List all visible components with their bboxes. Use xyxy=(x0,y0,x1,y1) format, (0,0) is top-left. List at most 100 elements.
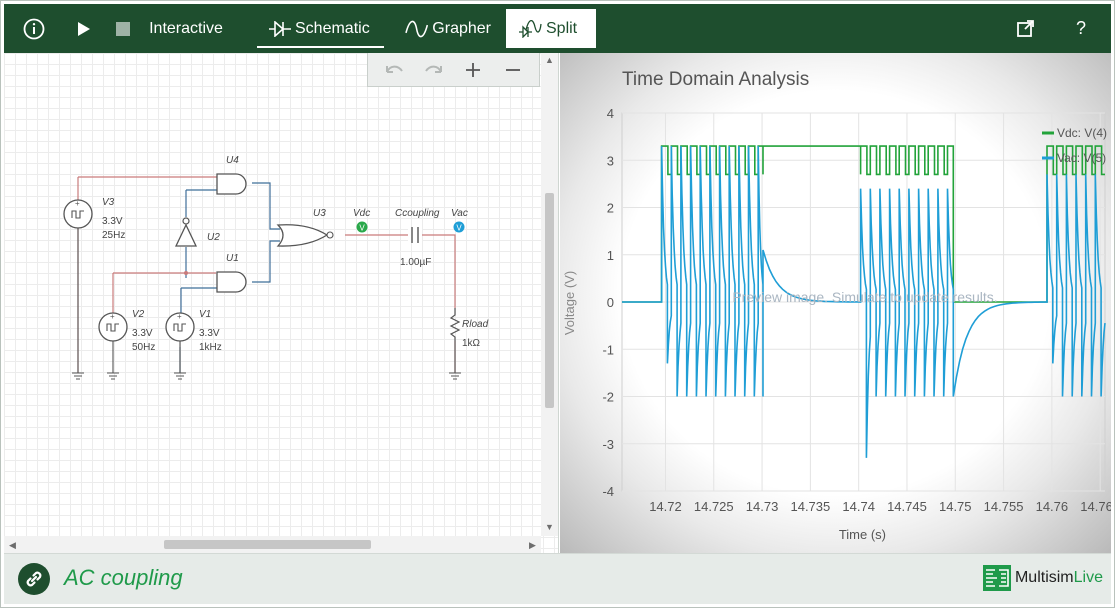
vdc-probe[interactable] xyxy=(356,221,368,233)
scroll-up-icon[interactable]: ▲ xyxy=(545,55,554,65)
y-tick-label: 1 xyxy=(607,248,614,263)
external-link-icon[interactable] xyxy=(1012,4,1038,53)
brand-text-part2: Live xyxy=(1073,569,1103,586)
stop-icon[interactable] xyxy=(112,4,134,53)
redo-icon[interactable] xyxy=(419,55,449,85)
scroll-left-icon[interactable]: ◀ xyxy=(9,539,16,550)
u2-label: U2 xyxy=(207,232,220,243)
y-tick-label: -1 xyxy=(602,342,614,357)
zoom-out-icon[interactable] xyxy=(498,55,528,85)
multisim-logo-icon xyxy=(982,565,1011,591)
v1-label: V1 xyxy=(199,309,211,320)
play-icon[interactable] xyxy=(72,4,96,53)
y-tick-label: -3 xyxy=(602,437,614,452)
tab-schematic[interactable]: Schematic xyxy=(257,4,384,53)
rload-label: Rload xyxy=(462,319,489,330)
zoom-toolbar xyxy=(367,53,540,87)
schematic-canvas[interactable]: U4 U1 U2 U3 Vdc V Vac V Ccoupling 1.00µF… xyxy=(4,53,541,536)
chart-legend[interactable]: Vdc: V(4) Vac: V(5) xyxy=(1042,126,1107,165)
resistor-rload[interactable] xyxy=(449,308,461,341)
brand-text: MultisimLive xyxy=(1015,569,1103,587)
legend-label: Vdc: V(4) xyxy=(1057,126,1107,140)
not-gate-u2[interactable] xyxy=(174,223,198,247)
v3-amplitude: 3.3V xyxy=(102,216,123,227)
chart-series xyxy=(622,145,1106,458)
svg-text:+: + xyxy=(75,199,80,208)
undo-icon[interactable] xyxy=(379,55,409,85)
vertical-scroll-thumb[interactable] xyxy=(545,193,554,408)
vdc-label: Vdc xyxy=(353,208,370,219)
v2-label: V2 xyxy=(132,309,145,320)
multisim-live-brand[interactable]: MultisimLive xyxy=(982,565,1103,591)
tab-split-label: Split xyxy=(546,19,578,37)
v2-amplitude: 3.3V xyxy=(132,328,153,339)
ccoupling-label: Ccoupling xyxy=(395,208,440,219)
x-tick-label: 14.765 xyxy=(1080,499,1111,514)
tab-schematic-label: Schematic xyxy=(295,19,370,37)
y-tick-label: -4 xyxy=(602,484,614,499)
source-v2[interactable]: + xyxy=(98,312,128,342)
toolbar: Interactive Schematic Grapher Split ? xyxy=(4,4,1111,53)
capacitor-ccoupling[interactable] xyxy=(408,227,422,243)
v1-frequency: 1kHz xyxy=(199,342,222,353)
x-tick-label: 14.75 xyxy=(939,499,972,514)
not-gate-bubble xyxy=(182,217,190,225)
series-line-1 xyxy=(622,146,1106,458)
link-icon[interactable] xyxy=(18,563,50,595)
u4-label: U4 xyxy=(226,155,239,166)
v2-frequency: 50Hz xyxy=(132,342,155,353)
vac-label: Vac xyxy=(451,208,468,219)
junction-dot xyxy=(184,271,188,275)
x-tick-label: 14.725 xyxy=(694,499,734,514)
x-tick-label: 14.73 xyxy=(746,499,779,514)
tab-split[interactable]: Split xyxy=(506,9,596,48)
y-tick-label: -2 xyxy=(602,390,614,405)
source-v3[interactable]: + xyxy=(63,199,93,229)
and-gate-u4[interactable] xyxy=(216,173,247,195)
x-tick-label: 14.755 xyxy=(984,499,1024,514)
y-axis-label: Voltage (V) xyxy=(562,271,577,335)
source-v1[interactable]: + xyxy=(165,312,195,342)
chart-title: Time Domain Analysis xyxy=(622,69,809,90)
u1-label: U1 xyxy=(226,253,239,264)
vdc-probe-letter: V xyxy=(359,224,365,233)
rload-value: 1kΩ xyxy=(462,338,481,349)
tab-grapher[interactable]: Grapher xyxy=(393,4,503,53)
mode-label[interactable]: Interactive xyxy=(149,19,223,37)
chart-grid xyxy=(621,112,1106,492)
x-tick-label: 14.745 xyxy=(887,499,927,514)
and-gate-u1[interactable] xyxy=(216,271,247,293)
schematic-pane[interactable]: U4 U1 U2 U3 Vdc V Vac V Ccoupling 1.00µF… xyxy=(4,53,559,553)
horizontal-scrollbar[interactable]: ◀ ▶ xyxy=(4,536,541,553)
circuit-title: AC coupling xyxy=(64,565,183,590)
u3-label: U3 xyxy=(313,208,326,219)
wave-icon xyxy=(405,20,429,37)
zoom-in-icon[interactable] xyxy=(458,55,488,85)
help-button[interactable]: ? xyxy=(1075,18,1086,38)
v3-frequency: 25Hz xyxy=(102,230,125,241)
scroll-down-icon[interactable]: ▼ xyxy=(545,522,554,532)
x-axis-label: Time (s) xyxy=(839,527,886,542)
svg-text:+: + xyxy=(110,312,115,321)
or-gate-u3[interactable] xyxy=(276,224,329,247)
legend-label: Vac: V(5) xyxy=(1057,151,1106,165)
horizontal-scroll-thumb[interactable] xyxy=(164,540,371,549)
scroll-right-icon[interactable]: ▶ xyxy=(529,539,536,550)
info-icon[interactable] xyxy=(20,4,48,53)
x-tick-label: 14.76 xyxy=(1036,499,1069,514)
ground-wires xyxy=(72,228,461,380)
y-tick-label: 0 xyxy=(607,295,614,310)
v3-label: V3 xyxy=(102,197,115,208)
vac-probe-letter: V xyxy=(456,224,462,233)
vac-probe[interactable] xyxy=(453,221,465,233)
brand-text-part1: Multisim xyxy=(1014,569,1074,586)
vertical-scrollbar[interactable]: ▲ ▼ xyxy=(541,53,558,536)
or-gate-output-pin xyxy=(326,231,334,239)
diode-icon xyxy=(269,20,291,37)
v1-amplitude: 3.3V xyxy=(199,328,220,339)
x-tick-label: 14.735 xyxy=(790,499,830,514)
